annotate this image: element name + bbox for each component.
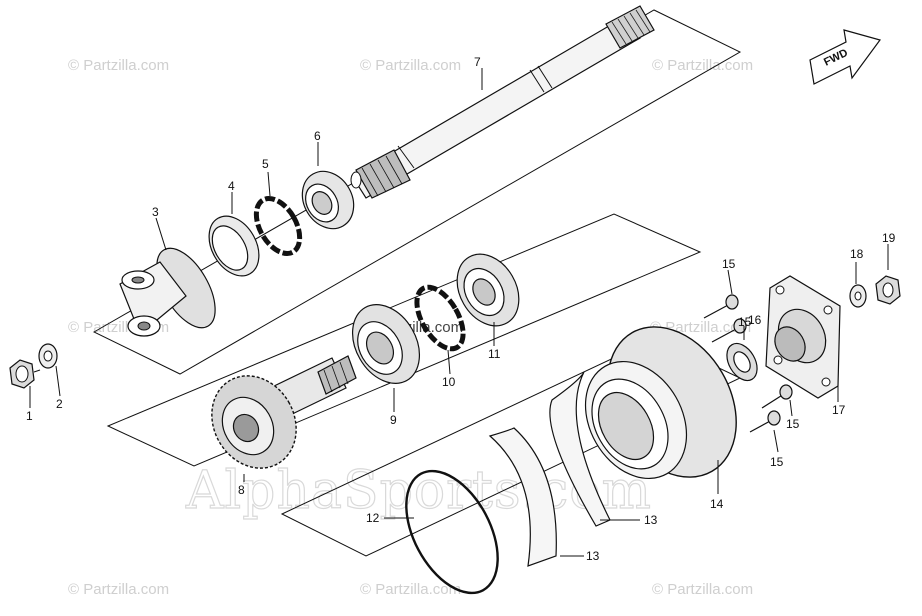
washer-18	[849, 284, 867, 308]
watermark-group: © Partzilla.com © Partzilla.com © Partzi…	[68, 57, 753, 598]
callout-7: 7	[474, 55, 481, 69]
middle-group-outline	[106, 213, 702, 467]
callout-12: 12	[366, 511, 380, 525]
callout-15: 15	[722, 257, 736, 271]
fwd-arrow: FWD	[809, 29, 881, 85]
drive-shaft	[350, 5, 655, 199]
callout-19: 19	[882, 231, 896, 245]
yoke-3	[119, 247, 216, 337]
callout-2: 2	[56, 397, 63, 411]
callout-9: 9	[390, 413, 397, 427]
callout-16-visible: 16	[748, 313, 762, 327]
watermark-partzilla: © Partzilla.com	[652, 57, 753, 74]
watermark-partzilla: © Partzilla.com	[68, 57, 169, 74]
bolt-15	[749, 410, 781, 433]
shim-13-lower	[488, 427, 557, 567]
callout-labels: 1 2 3 4 5 6 7 8 9 10 11 12 13 13 14 15 1…	[26, 55, 896, 563]
callout-1: 1	[26, 409, 33, 423]
callout-3: 3	[152, 205, 159, 219]
seal-4	[208, 215, 260, 277]
callout-10: 10	[442, 375, 456, 389]
leader-lines	[29, 68, 889, 557]
watermark-partzilla: © Partzilla.com	[652, 581, 753, 598]
o-ring-12	[405, 469, 499, 595]
flange-17	[765, 275, 841, 399]
watermark-partzilla: © Partzilla.com	[360, 57, 461, 74]
callout-6: 6	[314, 129, 321, 143]
bolt-15	[711, 318, 747, 343]
watermark-partzilla: © Partzilla.com	[68, 581, 169, 598]
housing-14	[584, 326, 737, 480]
callout-13: 13	[644, 513, 658, 527]
callout-11: 11	[488, 347, 501, 361]
callout-15: 15	[738, 315, 752, 329]
callout-15: 15	[770, 455, 784, 469]
nut-19	[875, 275, 901, 305]
snap-ring-10	[414, 284, 466, 352]
callout-4: 4	[228, 179, 235, 193]
callout-14: 14	[710, 497, 724, 511]
callout-17: 17	[832, 403, 846, 417]
callout-8: 8	[238, 483, 245, 497]
bearing-9	[351, 304, 421, 384]
shim-13-upper	[549, 371, 611, 527]
bevel-gear-8	[211, 355, 357, 469]
callout-13: 13	[586, 549, 600, 563]
bearing-11	[456, 253, 520, 327]
bolt-15	[703, 294, 739, 319]
bolt-15	[761, 384, 793, 409]
bearing-6	[301, 170, 355, 230]
snap-ring-5	[253, 196, 303, 256]
callout-15: 15	[786, 417, 800, 431]
watermark-partzilla: © Partzilla.com	[360, 581, 461, 598]
nut-1	[9, 359, 35, 389]
washer-2	[38, 343, 58, 369]
callout-18: 18	[850, 247, 864, 261]
callout-5: 5	[262, 157, 269, 171]
seal-16	[726, 342, 758, 382]
